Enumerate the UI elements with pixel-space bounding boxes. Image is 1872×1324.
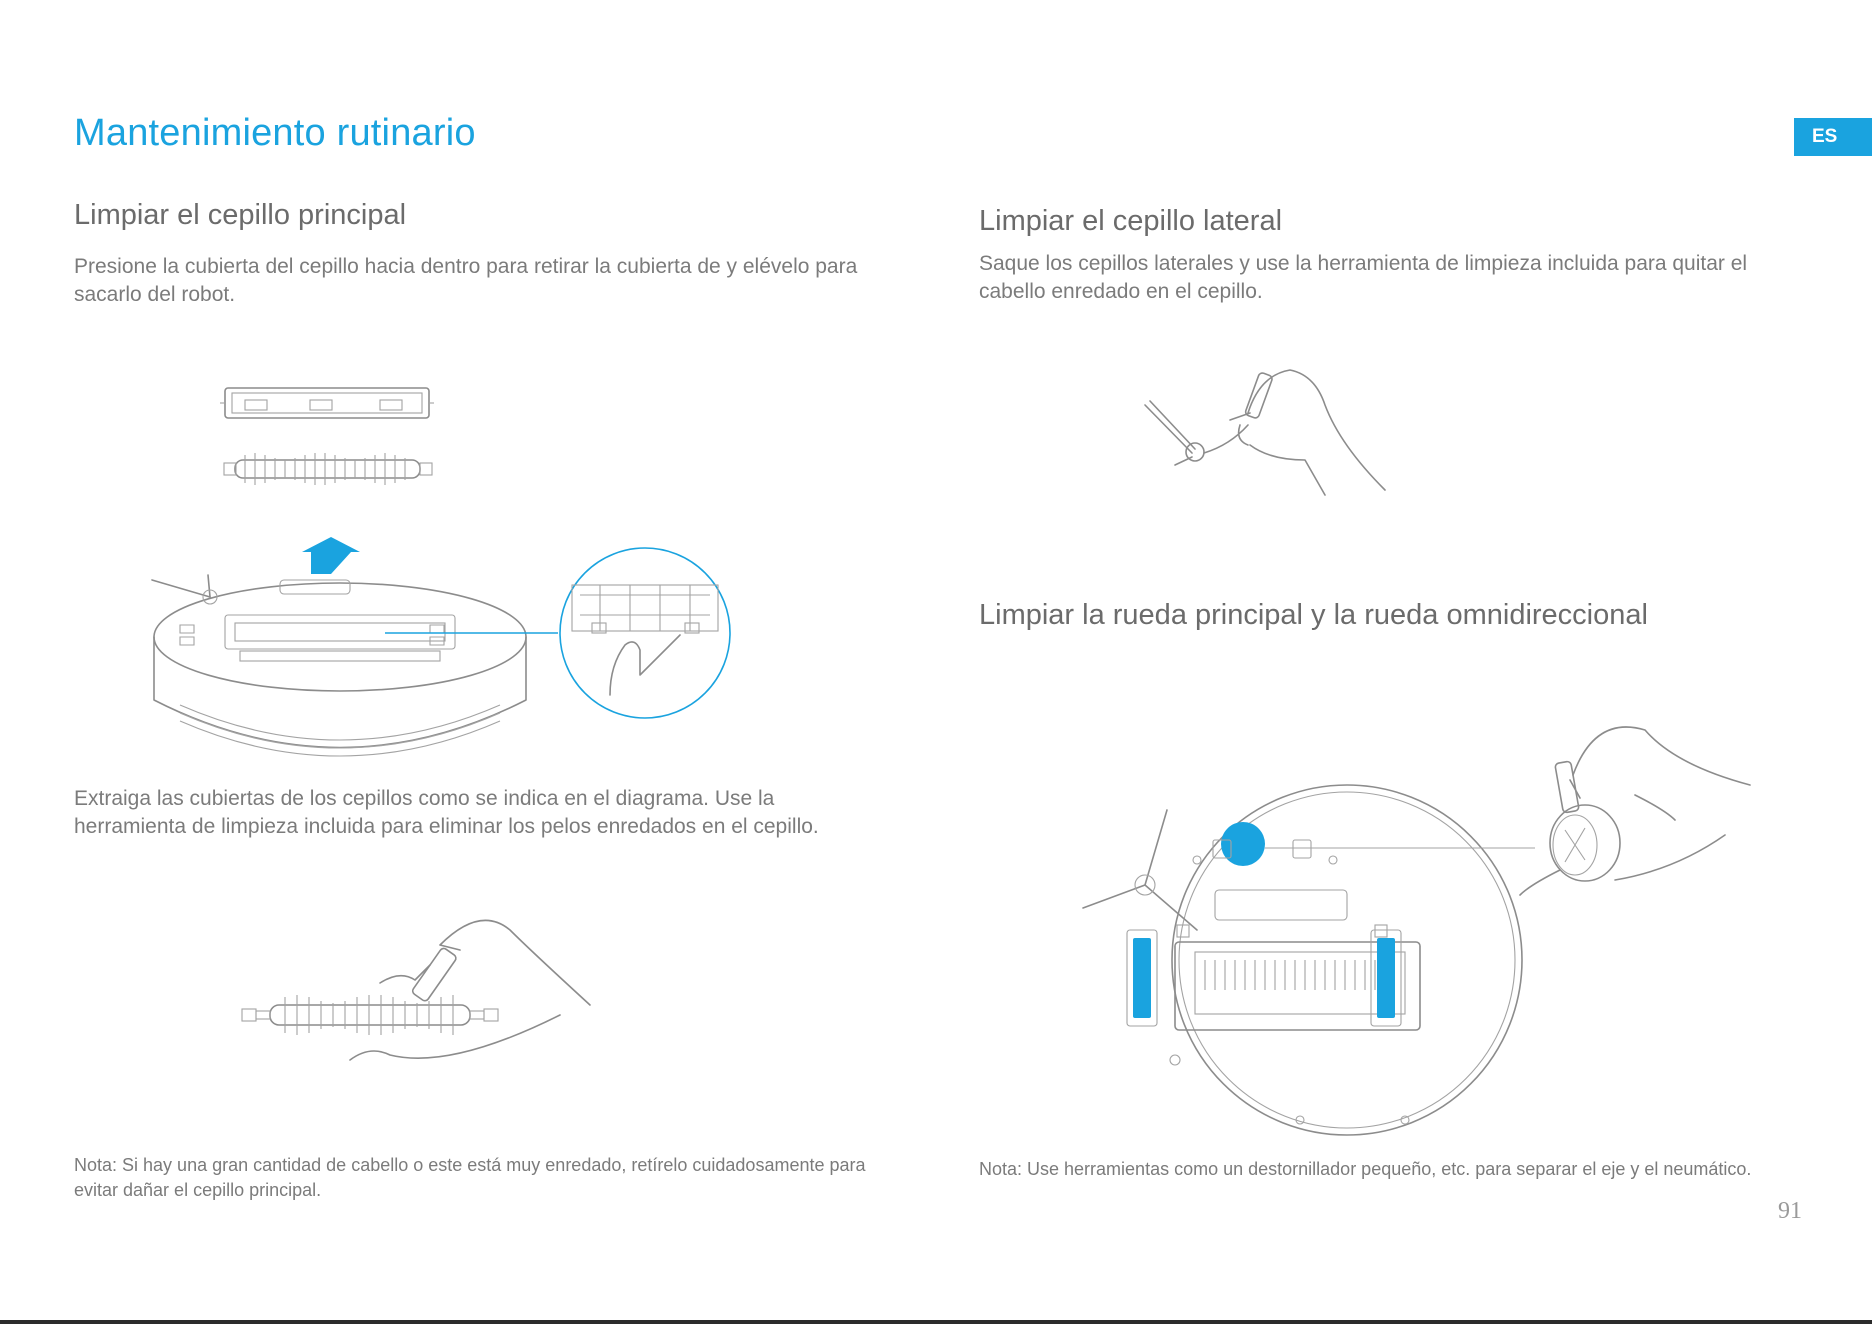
main-wheel-left-highlight bbox=[1133, 938, 1151, 1018]
main-brush-cleaning-illustration bbox=[230, 905, 630, 1070]
heading-side-brush: Limpiar el cepillo lateral bbox=[979, 205, 1282, 238]
brush-cover-drawing bbox=[220, 388, 434, 418]
bottom-rule bbox=[0, 1320, 1872, 1324]
wheel-cleaning-illustration bbox=[1075, 720, 1765, 1140]
wheels-note: Nota: Use herramientas como un destornil… bbox=[979, 1157, 1759, 1182]
side-brush-cleaning-illustration bbox=[1140, 365, 1390, 495]
language-badge: ES bbox=[1794, 118, 1872, 156]
omnidirectional-wheel-highlight bbox=[1221, 822, 1265, 866]
main-wheel-right-highlight bbox=[1377, 938, 1395, 1018]
robot-body-drawing bbox=[152, 575, 526, 756]
arrow-up-icon bbox=[302, 537, 360, 574]
magnified-detail-drawing bbox=[560, 548, 730, 718]
main-brush-note: Nota: Si hay una gran cantidad de cabell… bbox=[74, 1153, 894, 1203]
main-brush-instruction-1: Presione la cubierta del cepillo hacia d… bbox=[74, 253, 874, 309]
heading-main-brush: Limpiar el cepillo principal bbox=[74, 199, 406, 232]
main-brush-instruction-2: Extraiga las cubiertas de los cepillos c… bbox=[74, 785, 854, 841]
main-brush-drawing bbox=[224, 453, 432, 485]
side-brush-instruction: Saque los cepillos laterales y use la he… bbox=[979, 250, 1759, 306]
page-title: Mantenimiento rutinario bbox=[74, 112, 476, 155]
page-number: 91 bbox=[1778, 1198, 1802, 1225]
heading-wheels: Limpiar la rueda principal y la rueda om… bbox=[979, 599, 1648, 632]
main-brush-removal-illustration bbox=[140, 375, 740, 760]
